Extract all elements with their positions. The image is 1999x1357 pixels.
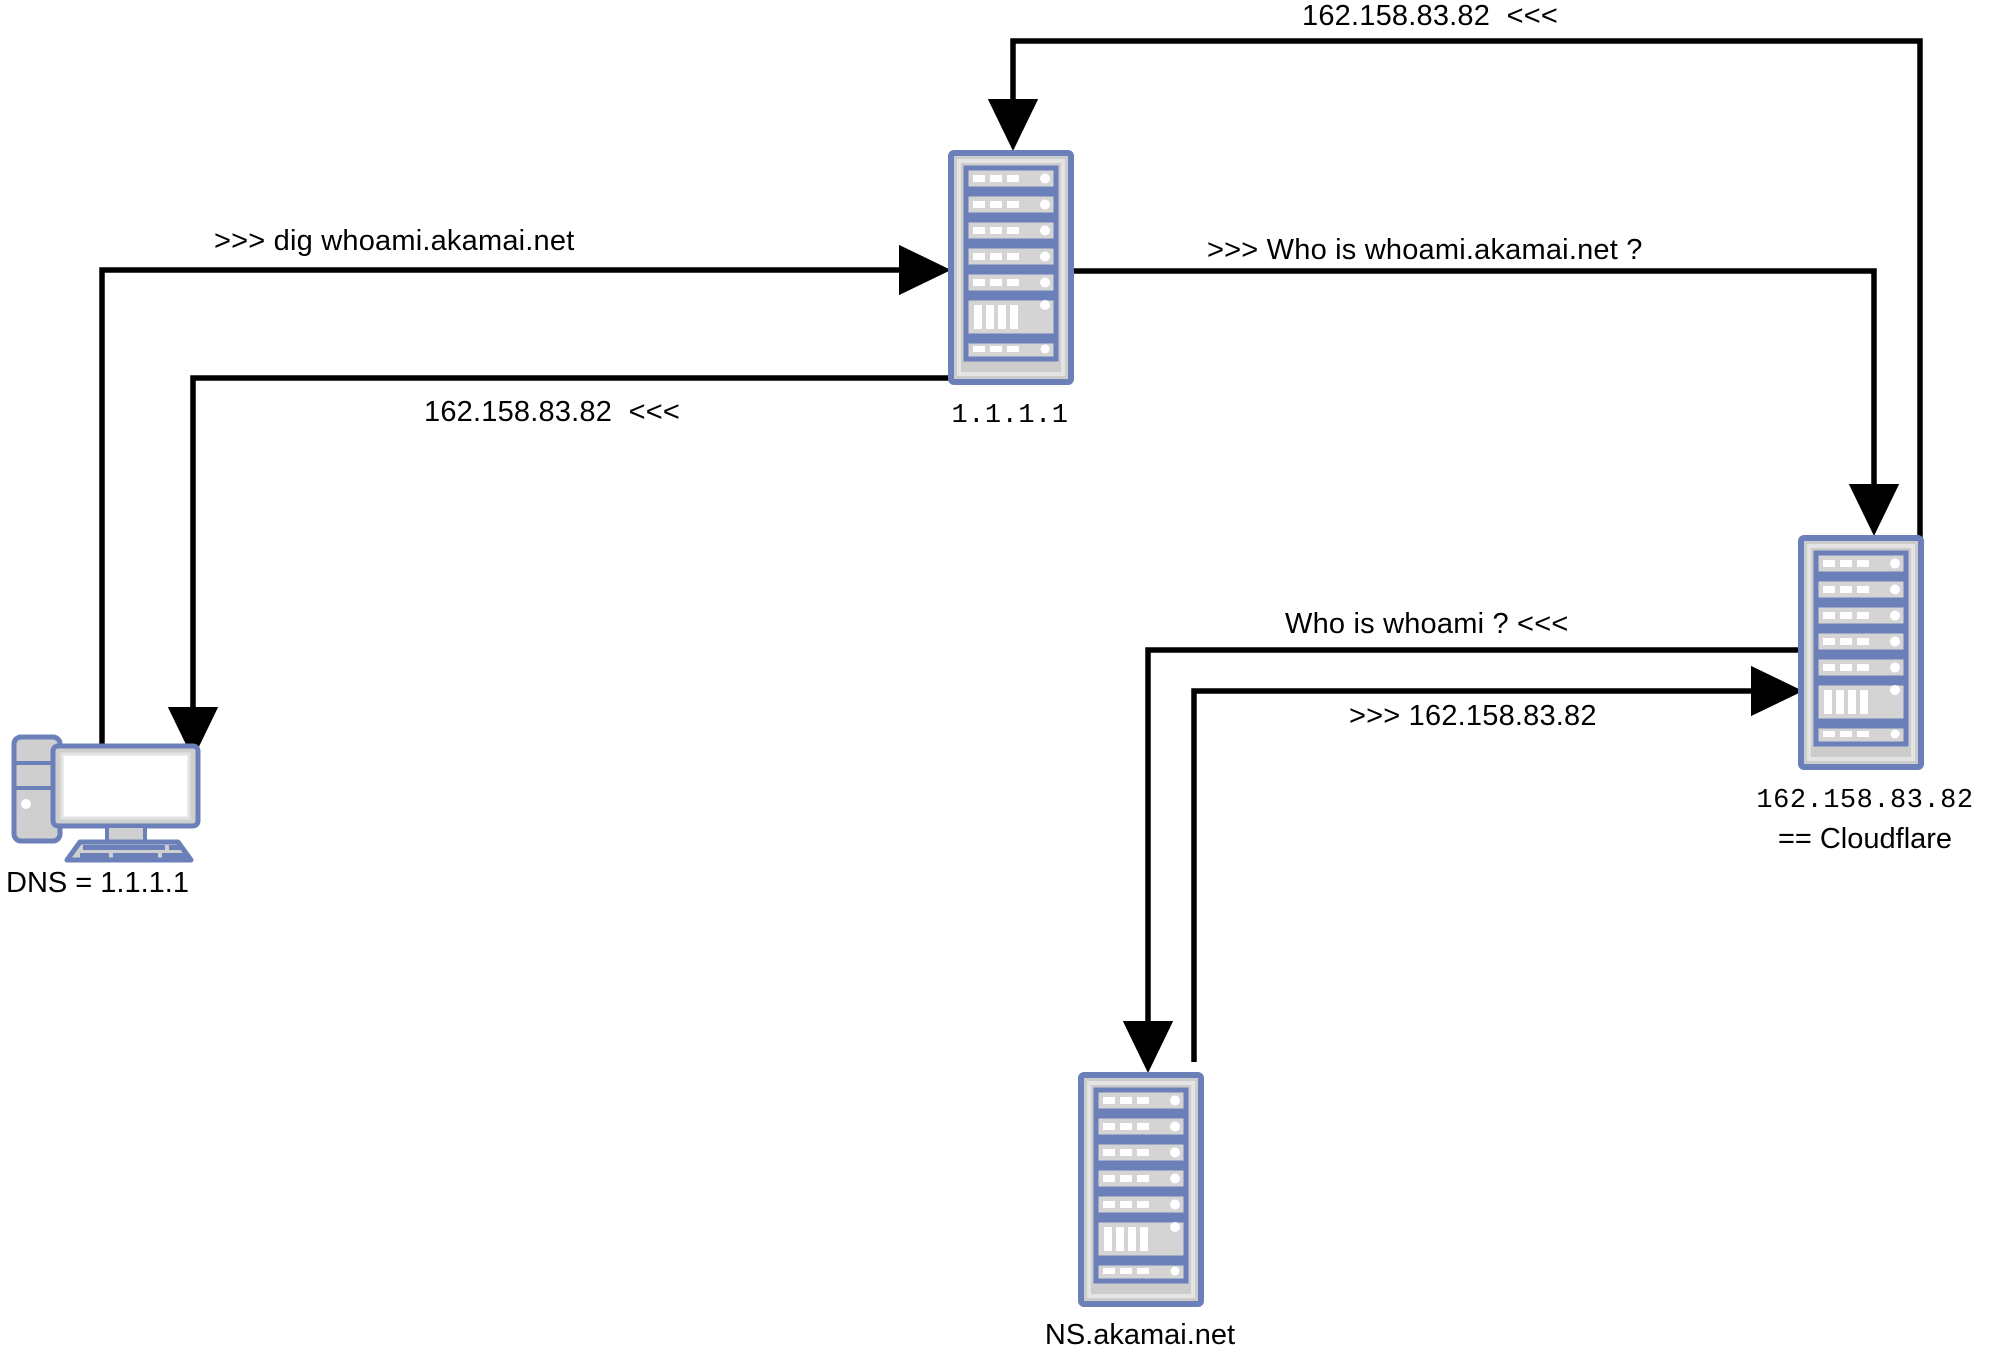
- wire-resolver-to-cloudflare: [1070, 268, 1900, 536]
- server-rack-icon: [1078, 1072, 1204, 1307]
- node-label-client-pc: DNS = 1.1.1.1: [6, 867, 189, 899]
- edge-label-client-to-resolver: >>> dig whoami.akamai.net: [214, 225, 575, 257]
- node-label-cloudflare-ip: 162.158.83.82: [1756, 786, 1974, 816]
- edge-label-cloudflare-to-ns: Who is whoami ? <<<: [1285, 608, 1569, 640]
- node-ns-akamai-server[interactable]: [1078, 1072, 1204, 1307]
- edge-label-ns-to-cloudflare: >>> 162.158.83.82: [1349, 700, 1597, 732]
- node-label-resolver: 1.1.1.1: [951, 401, 1069, 431]
- edge-label-resolver-to-client: 162.158.83.82 <<<: [424, 396, 680, 428]
- node-label-cloudflare-name: == Cloudflare: [1777, 823, 1953, 855]
- server-rack-icon: [1798, 535, 1924, 770]
- edge-label-cloudflare-to-resolver: 162.158.83.82 <<<: [1302, 0, 1558, 32]
- node-client-pc[interactable]: [8, 730, 213, 865]
- wire-client-to-resolver: [99, 244, 951, 745]
- wire-cloudflare-to-ns: [1122, 647, 1805, 1073]
- server-rack-icon: [948, 150, 1074, 385]
- desktop-computer-icon: [11, 734, 201, 863]
- wire-ns-to-cloudflare: [1191, 665, 1803, 1062]
- node-label-ns-akamai: NS.akamai.net: [1044, 1319, 1236, 1351]
- edge-label-resolver-to-cloudflare: >>> Who is whoami.akamai.net ?: [1207, 234, 1643, 266]
- wire-resolver-to-client: [167, 375, 955, 759]
- wire-cloudflare-to-resolver: [987, 38, 1923, 545]
- node-cloudflare-server[interactable]: [1798, 535, 1924, 770]
- node-resolver-server[interactable]: [948, 150, 1074, 385]
